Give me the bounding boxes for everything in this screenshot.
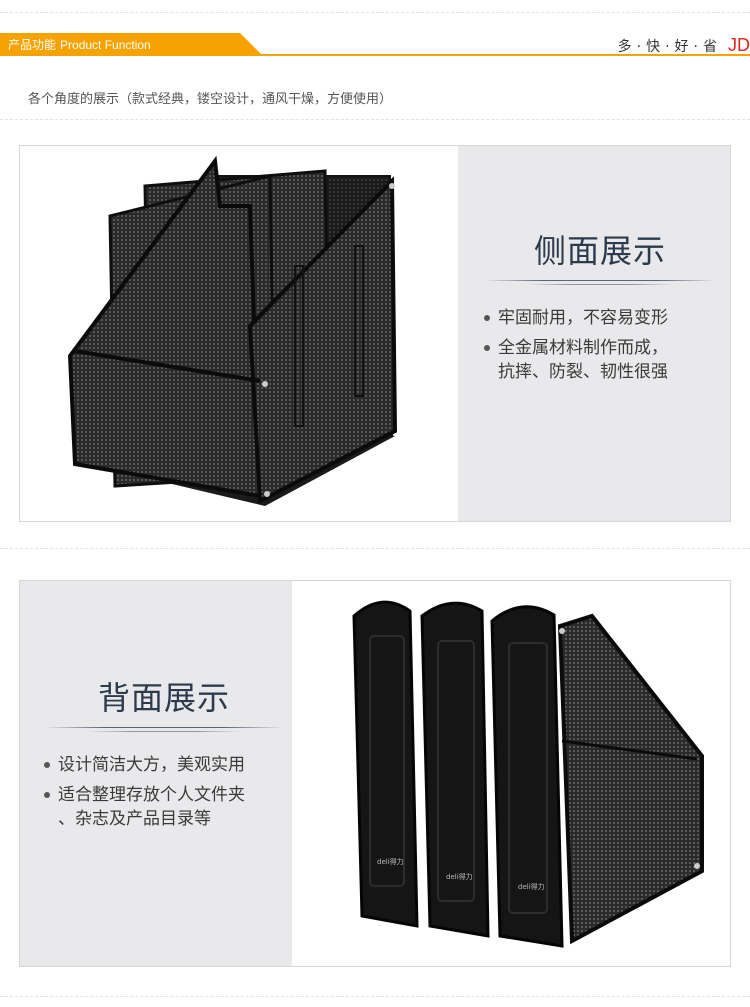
heading-underline: [44, 727, 284, 733]
back-view-panel: 背面展示 设计简洁大方，美观实用 适合整理存放个人文件夹 、杂志及产品目录等: [19, 580, 731, 967]
feature-text: 设计简洁大方，美观实用: [58, 755, 245, 775]
top-dashed-divider: [0, 12, 750, 13]
product-label: deli得力: [446, 872, 473, 881]
section-title-en: Product Function: [60, 38, 151, 52]
product-label: deli得力: [518, 882, 545, 891]
section-title-cn: 产品功能: [8, 38, 57, 52]
feature-list: 设计简洁大方，美观实用 适合整理存放个人文件夹 、杂志及产品目录等: [44, 753, 284, 831]
product-photo-side: [20, 146, 458, 521]
side-view-panel: 侧面展示 牢固耐用，不容易变形 全金属材料制作而成， 抗摔、防裂、韧性很强: [19, 145, 731, 522]
product-label: deli得力: [377, 857, 404, 866]
jd-logo: JD: [728, 35, 750, 55]
bullet-icon: [484, 315, 490, 321]
header-accent-line: [0, 54, 750, 56]
file-rack-side-illustration: [67, 155, 398, 506]
intro-text: 各个角度的展示（款式经典，镂空设计，通风干燥，方便使用）: [28, 92, 393, 107]
product-photo-back: deli得力 deli得力 deli得力: [292, 581, 730, 966]
jd-slogan: 多·快·好·省 JD: [618, 35, 750, 56]
dashed-divider: [0, 119, 750, 120]
feature-text: 牢固耐用，不容易变形: [498, 308, 668, 328]
feature-text: 适合整理存放个人文件夹 、杂志及产品目录等: [58, 785, 245, 829]
back-panel-group: [352, 600, 564, 948]
dashed-divider: [0, 548, 750, 549]
heading-underline: [484, 280, 716, 286]
file-rack-back-illustration: deli得力 deli得力 deli得力: [352, 600, 704, 948]
feature-item: 适合整理存放个人文件夹 、杂志及产品目录等: [44, 783, 284, 831]
slogan-text: 多·快·好·省: [617, 39, 722, 55]
feature-text: 全金属材料制作而成， 抗摔、防裂、韧性很强: [498, 338, 668, 382]
back-view-text: 背面展示 设计简洁大方，美观实用 适合整理存放个人文件夹 、杂志及产品目录等: [44, 673, 284, 837]
side-view-text: 侧面展示 牢固耐用，不容易变形 全金属材料制作而成， 抗摔、防裂、韧性很强: [484, 226, 716, 390]
feature-list: 牢固耐用，不容易变形 全金属材料制作而成， 抗摔、防裂、韧性很强: [484, 306, 716, 384]
bullet-icon: [484, 345, 490, 351]
panel-heading: 背面展示: [97, 679, 230, 717]
feature-item: 牢固耐用，不容易变形: [484, 306, 716, 330]
bullet-icon: [44, 792, 50, 798]
feature-item: 设计简洁大方，美观实用: [44, 753, 284, 777]
bullet-icon: [44, 762, 50, 768]
feature-item: 全金属材料制作而成， 抗摔、防裂、韧性很强: [484, 336, 716, 384]
panel-heading: 侧面展示: [533, 232, 666, 270]
dashed-divider: [0, 996, 750, 997]
